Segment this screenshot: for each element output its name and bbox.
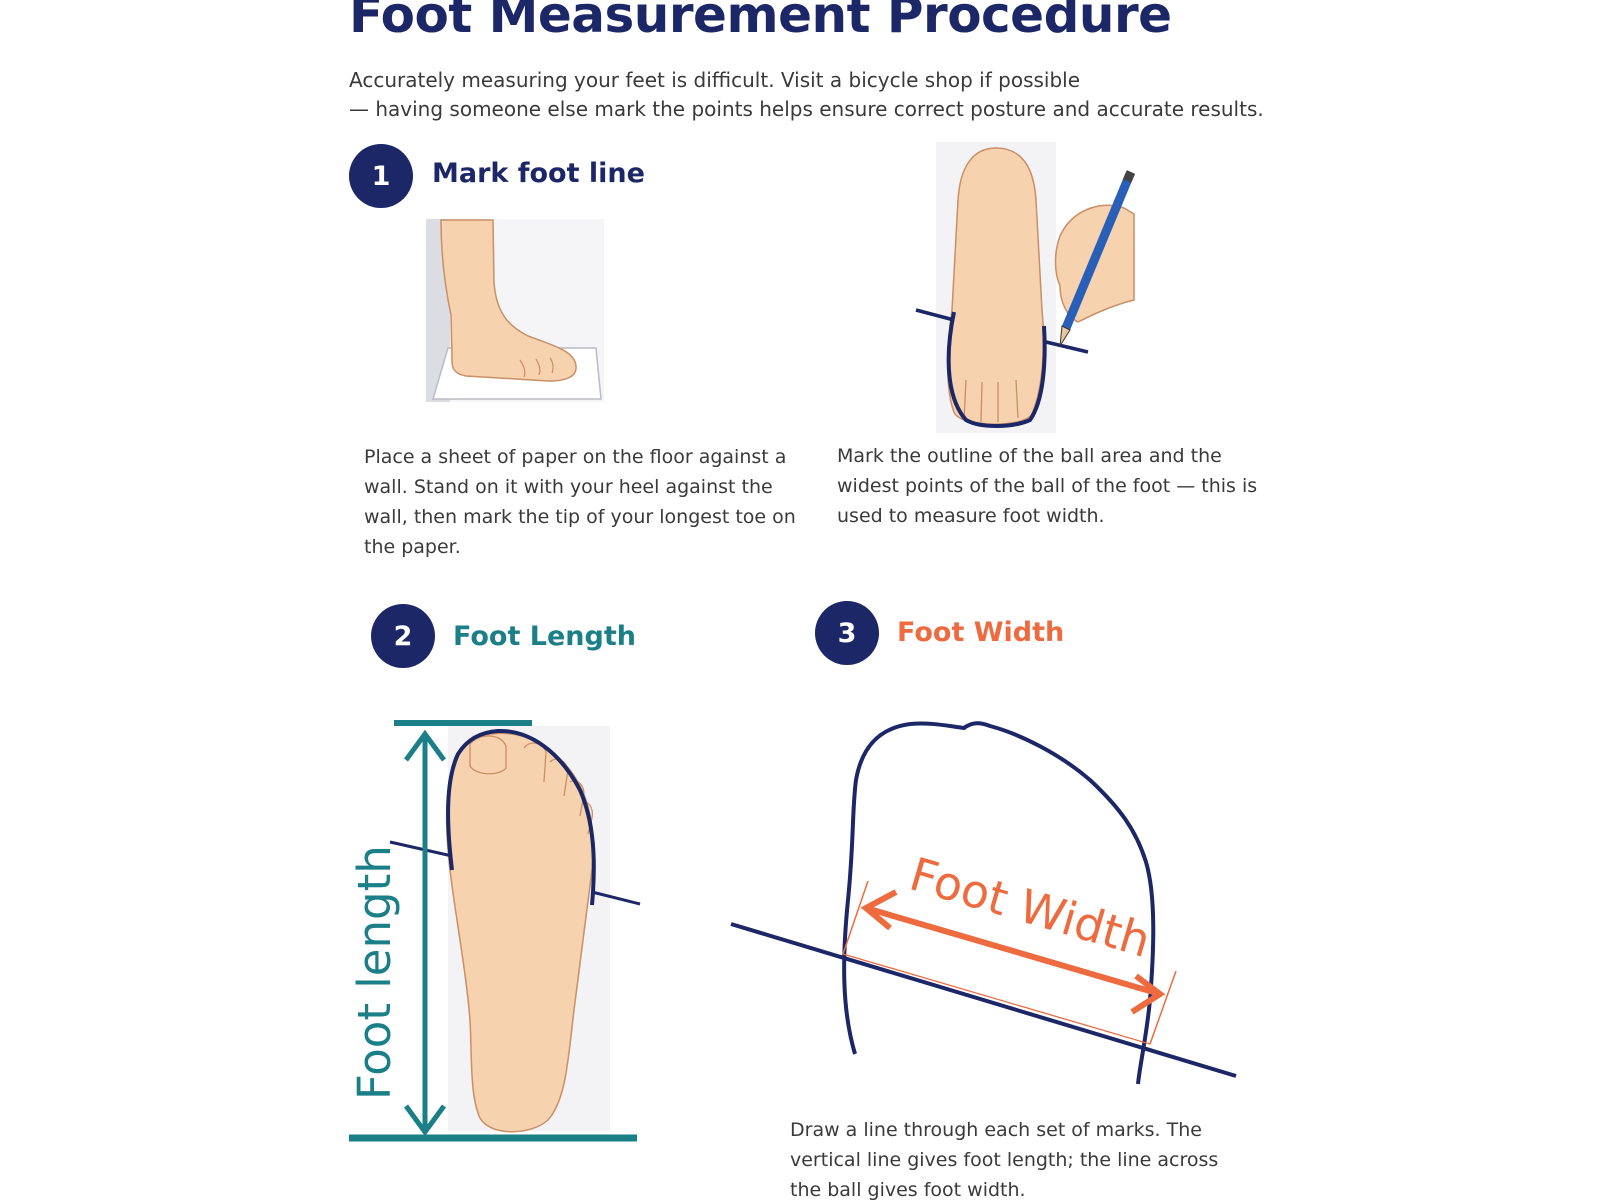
step-1-description: Place a sheet of paper on the floor agai… xyxy=(364,446,796,558)
intro-line-1: Accurately measuring your feet is diffic… xyxy=(349,68,1081,92)
step-2-badge: 2 xyxy=(371,604,435,668)
foot-marking-illustration xyxy=(915,142,1136,433)
step-1-outline-description: Mark the outline of the ball area and th… xyxy=(837,445,1258,527)
step-2-title: Foot Length xyxy=(453,621,636,652)
step-3-badge: 3 xyxy=(815,601,879,665)
foot-width-diagram: Foot Width xyxy=(730,721,1237,1085)
step-3-title: Foot Width xyxy=(897,617,1065,648)
step-1-badge: 1 xyxy=(349,144,413,208)
foot-sole-top xyxy=(946,147,1045,425)
page-title: Foot Measurement Procedure xyxy=(349,0,1172,44)
intro-text: Accurately measuring your feet is diffic… xyxy=(349,66,1264,124)
pencil-icon xyxy=(1061,172,1135,330)
ball-outline-mark xyxy=(946,311,1047,428)
width-arrow xyxy=(865,905,1161,997)
foot-length-diagram: Foot length xyxy=(348,720,641,1142)
foot-outline-mark xyxy=(446,728,596,906)
foot-width-label: Foot Width xyxy=(904,847,1157,968)
foot-length-label: Foot length xyxy=(348,845,401,1100)
foot-side-view-illustration xyxy=(426,219,604,402)
step-3-description: Draw a line through each set of marks. T… xyxy=(790,1119,1219,1200)
foot-outline xyxy=(842,721,1156,1085)
leg-and-foot-side xyxy=(440,219,577,382)
intro-line-2: — having someone else mark the points he… xyxy=(349,97,1264,121)
ball-line xyxy=(730,922,1237,1078)
step-1-title: Mark foot line xyxy=(432,158,645,189)
